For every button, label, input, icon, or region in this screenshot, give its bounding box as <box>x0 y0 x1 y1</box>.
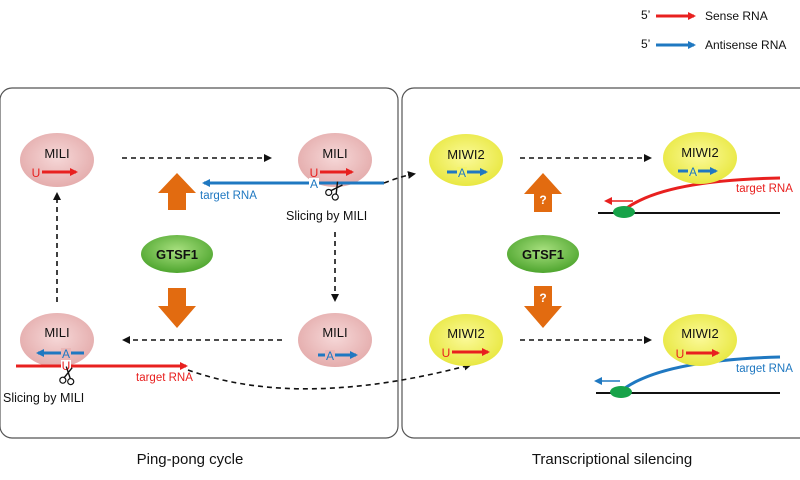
nascent-sense-rna <box>622 176 781 213</box>
base-u: U <box>32 166 41 180</box>
base-u: U <box>310 166 319 180</box>
transcriptional-silencing-caption: Transcriptional silencing <box>532 451 692 468</box>
dna-marker <box>613 206 635 218</box>
slicing-label: Slicing by MILI <box>3 391 84 405</box>
target-rna-label: target RNA <box>736 363 793 375</box>
miwi2-label: MIWI2 <box>447 147 485 162</box>
ping-pong-caption: Ping-pong cycle <box>137 451 244 468</box>
mili-bottom-left: MILI A U target RNA Slicing by MILI <box>3 313 193 405</box>
gtsf1-left <box>141 235 213 273</box>
legend-prime-sense: 5’ <box>641 8 650 22</box>
gtsf1-left-label: GTSF1 <box>156 247 198 262</box>
question-mark-upper: ? <box>539 193 546 207</box>
miwi2-label: MIWI2 <box>681 326 719 341</box>
scissors-icon <box>325 181 343 201</box>
base-u: U <box>676 347 685 361</box>
miwi2-label: MIWI2 <box>447 326 485 341</box>
mili-top-left: MILI U <box>20 133 94 187</box>
mili-top-right: MILI U A target RNA Slicing by MILI <box>200 133 384 223</box>
orange-down-arrow-left <box>158 288 196 328</box>
dna-marker <box>610 386 632 398</box>
base-u: U <box>62 359 71 373</box>
base-a: A <box>689 165 697 179</box>
gtsf1-right <box>507 235 579 273</box>
transcriptional-silencing-panel <box>401 87 800 439</box>
orange-down-arrow-right <box>524 286 562 328</box>
mili-label: MILI <box>322 146 347 161</box>
miwi2-label: MIWI2 <box>681 145 719 160</box>
base-a: A <box>458 166 466 180</box>
nascent-antisense-rna <box>620 355 781 393</box>
base-u: U <box>442 346 451 360</box>
miwi2-bottom-right: MIWI2 U target RNA <box>594 314 793 398</box>
mili-label: MILI <box>322 325 347 340</box>
miwi2-top-left: MIWI2 A <box>429 134 503 186</box>
ping-pong-panel <box>0 87 399 439</box>
gtsf1-right-label: GTSF1 <box>522 247 564 262</box>
base-a: A <box>62 347 70 361</box>
slicing-label: Slicing by MILI <box>286 209 367 223</box>
legend-sense-label: Sense RNA <box>705 9 768 23</box>
transfer-arrow-lower <box>187 362 472 390</box>
legend-antisense-label: Antisense RNA <box>705 38 786 52</box>
target-rna-label: target RNA <box>736 183 793 195</box>
legend: 5’ Sense RNA 5’ Antisense RNA <box>641 8 786 52</box>
target-rna-label: target RNA <box>136 372 193 384</box>
scissors-icon <box>59 366 75 386</box>
orange-up-arrow-left <box>158 173 196 210</box>
question-mark-lower: ? <box>539 291 546 305</box>
mili-label: MILI <box>44 146 69 161</box>
legend-prime-antisense: 5’ <box>641 37 650 51</box>
base-a: A <box>326 349 334 363</box>
orange-up-arrow-right <box>524 173 562 212</box>
mili-bottom-right: MILI A <box>298 313 372 367</box>
transfer-arrow-upper <box>383 171 416 184</box>
miwi2-top-right: MIWI2 A target RNA <box>598 132 793 218</box>
miwi2-bottom-left: MIWI2 U <box>429 314 503 366</box>
mili-label: MILI <box>44 325 69 340</box>
target-rna-label: target RNA <box>200 190 257 202</box>
base-a: A <box>310 177 318 191</box>
